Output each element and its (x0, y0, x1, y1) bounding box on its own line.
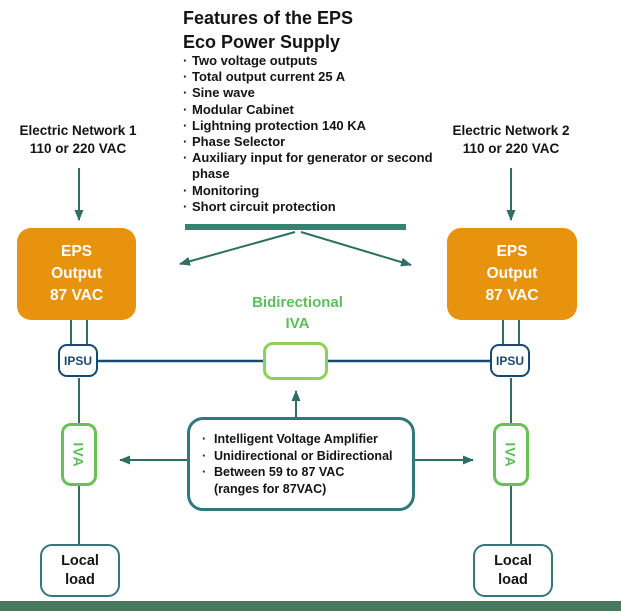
bottom-green-band (0, 601, 621, 611)
bullet: · (183, 117, 188, 133)
iva-description-box: · Intelligent Voltage Amplifier · Unidirec… (187, 417, 415, 511)
bullet: · (183, 101, 188, 117)
note-item: · Intelligent Voltage Amplifier (202, 431, 404, 448)
bidirectional-iva-box (263, 342, 328, 380)
bullet: · (183, 150, 188, 166)
feature-text: Modular Cabinet (192, 101, 294, 117)
local-load-box-right: Local load (473, 544, 553, 597)
feature-text: Phase Selector (192, 134, 286, 150)
note-item: · Unidirectional or Bidirectional (202, 448, 404, 465)
electric-network-1-label: Electric Network 1 110 or 220 VAC (0, 122, 158, 158)
title-line-2: Eco Power Supply (183, 32, 341, 52)
eps-left-line1: EPS (60, 243, 92, 260)
feature-text: Short circuit protection (192, 198, 336, 214)
feature-item: ·Monitoring (183, 183, 433, 199)
feature-text: Two voltage outputs (192, 53, 318, 68)
note-text: (ranges for 87VAC) (214, 481, 327, 496)
ipsu-box-left: IPSU (58, 344, 98, 377)
bullet: · (202, 432, 207, 446)
feature-item: · Two voltage outputs (183, 53, 433, 69)
bullet: · (183, 182, 188, 198)
iva-left-label: IVA (71, 441, 87, 468)
bullet: · (183, 69, 188, 85)
eps-right-line3: 87 VAC (485, 287, 539, 304)
local-load-left-line2: load (65, 571, 95, 588)
network1-voltage: 110 or 220 VAC (29, 141, 127, 156)
bullet: · (202, 448, 207, 463)
feature-item: ·Modular Cabinet (183, 102, 433, 118)
bullet: · (183, 134, 188, 150)
iva-right-label: IVA (503, 441, 519, 468)
feature-text: Sine wave (192, 85, 255, 101)
eps-right-line2: Output (486, 265, 538, 282)
local-load-box-left: Local load (40, 544, 120, 597)
bullet: · (183, 53, 188, 68)
note-text: Intelligent Voltage Amplifier (214, 432, 378, 446)
bidirectional-iva-label: Bidirectional IVA (240, 292, 355, 334)
note-item: (ranges for 87VAC) (202, 481, 404, 498)
ipsu-left-label: IPSU (63, 353, 92, 368)
bidirectional-line1: Bidirectional (252, 294, 343, 311)
bullet: · (202, 465, 207, 479)
network1-name: Electric Network 1 (19, 123, 137, 138)
iva-box-right: IVA (493, 423, 529, 486)
local-load-right-line2: load (498, 571, 528, 588)
bullet (202, 481, 214, 498)
feature-text: Total output current 25 A (192, 69, 346, 85)
arrow-features-to-eps-right (300, 231, 412, 267)
network2-voltage: 110 or 220 VAC (462, 141, 560, 156)
note-item: · Between 59 to 87 VAC (202, 464, 404, 481)
feature-text: Auxiliary input for generator or second … (192, 150, 433, 182)
bullet: · (183, 198, 188, 214)
electric-network-2-label: Electric Network 2 110 or 220 VAC (431, 122, 591, 158)
network2-name: Electric Network 2 (452, 123, 570, 138)
feature-item: ·Short circuit protection (183, 199, 433, 215)
arrow-features-to-eps-left (179, 231, 296, 266)
ipsu-right-label: IPSU (495, 353, 524, 368)
local-load-right-line1: Local (494, 552, 532, 569)
feature-item: ·Sine wave (183, 85, 433, 101)
bidirectional-line2: IVA (285, 315, 310, 332)
features-underline-bar (185, 224, 406, 230)
eps-left-line3: 87 VAC (49, 287, 104, 304)
feature-item: ·Auxiliary input for generator or second… (183, 150, 433, 182)
feature-list: ·Two voltage outputs ·Total output curre… (183, 53, 433, 215)
ipsu-box-right: IPSU (490, 344, 530, 377)
eps-output-box-right: EPS Output 87 VAC (447, 228, 577, 320)
eps-output-box-left: EPS Output 87 VAC (17, 228, 136, 320)
eps-left-line2: Output (51, 265, 102, 282)
feature-text: Monitoring (192, 182, 260, 198)
feature-text: Lightning protection 140 KA (192, 117, 367, 133)
note-text: Unidirectional or Bidirectional (214, 448, 393, 463)
title-line-1: Features of the EPS (183, 8, 354, 28)
diagram-title: Features of the EPS Eco Power Supply (183, 6, 433, 54)
feature-item: ·Phase Selector (183, 134, 433, 150)
note-text: Between 59 to 87 VAC (214, 465, 345, 479)
eps-right-line1: EPS (496, 243, 528, 260)
feature-item: ·Lightning protection 140 KA (183, 118, 433, 134)
feature-item: ·Total output current 25 A (183, 69, 433, 85)
local-load-left-line1: Local (61, 552, 99, 569)
iva-box-left: IVA (61, 423, 97, 486)
bullet: · (183, 85, 188, 101)
